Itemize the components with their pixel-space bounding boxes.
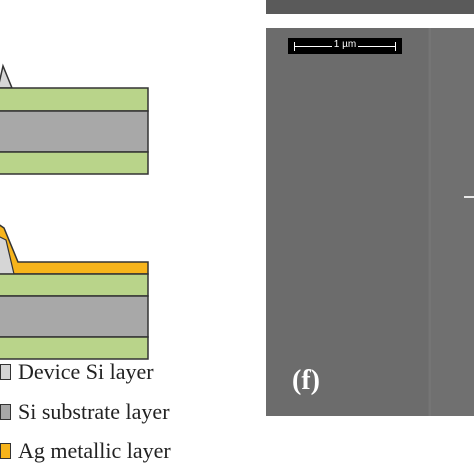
lower-oxide-top-layer: [0, 273, 149, 297]
sem-image-panel: [266, 28, 474, 416]
upper-si-substrate-layer: [0, 110, 149, 153]
scale-bar-right-tick: [395, 42, 396, 51]
panel-label-f: (f): [292, 365, 320, 396]
legend-label-ag-metal: Ag metallic layer: [18, 438, 171, 463]
upper-oxide-bottom-layer: [0, 151, 149, 175]
sem-texture: [266, 28, 474, 416]
sem-image-top-strip: [266, 0, 474, 14]
upper-oxide-top-layer: [0, 87, 149, 112]
lower-si-substrate-layer: [0, 295, 149, 338]
upper-device-si-bump: [0, 63, 14, 89]
lower-ag-metal-coating: [0, 224, 149, 275]
ag-metal-swatch: [0, 443, 11, 459]
scale-bar-left-tick: [294, 42, 295, 51]
scale-bar: 1 µm: [288, 38, 402, 54]
si-substrate-swatch: [0, 404, 11, 420]
lower-oxide-bottom-layer: [0, 336, 149, 360]
legend-label-device-si: Device Si layer: [18, 359, 154, 384]
upper-stack: [0, 63, 149, 175]
lower-stack: [0, 224, 149, 360]
legend-label-si-substrate: Si substrate layer: [18, 399, 170, 424]
lower-device-si-bump: [0, 236, 15, 275]
scale-bar-label: 1 µm: [331, 39, 359, 50]
device-si-swatch: [0, 364, 11, 380]
sem-feature-mark: [464, 196, 474, 198]
